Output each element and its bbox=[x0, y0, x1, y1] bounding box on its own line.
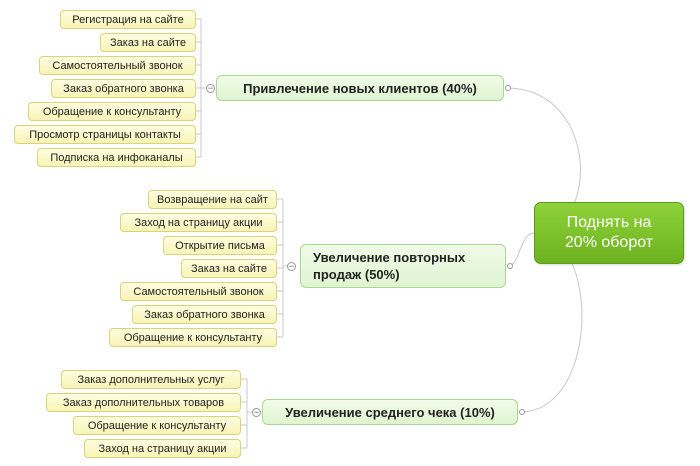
branch-label-line1: Увеличение повторных bbox=[313, 250, 466, 265]
leaf-node[interactable]: Заказ дополнительных услуг bbox=[61, 370, 241, 389]
leaf-node[interactable]: Заказ обратного звонка bbox=[51, 79, 196, 98]
branch-label-line2: продаж (50%) bbox=[313, 267, 400, 282]
leaf-label: Заход на страницу акции bbox=[98, 442, 227, 455]
branch-end-icon bbox=[507, 263, 513, 269]
leaf-label: Регистрация на сайте bbox=[72, 13, 184, 26]
connector-line bbox=[507, 232, 535, 267]
leaf-node[interactable]: Обращение к консультанту bbox=[109, 328, 277, 347]
leaf-label: Заказ дополнительных услуг bbox=[77, 373, 225, 386]
root-node[interactable]: Поднять на 20% оборот bbox=[534, 202, 684, 264]
branch-end-icon bbox=[505, 85, 511, 91]
leaf-label: Обращение к консультанту bbox=[123, 331, 263, 344]
leaf-label: Просмотр страницы контакты bbox=[29, 128, 181, 141]
collapse-toggle-icon[interactable]: − bbox=[206, 83, 215, 93]
leaf-label: Самостоятельный звонок bbox=[133, 285, 264, 298]
branch-label: Увеличение среднего чека (10%) bbox=[285, 404, 495, 420]
branch-label: Привлечение новых клиентов (40%) bbox=[243, 80, 477, 96]
leaf-node[interactable]: Заказ обратного звонка bbox=[132, 305, 277, 324]
branch-new-clients[interactable]: Привлечение новых клиентов (40%) bbox=[216, 75, 504, 101]
leaf-label: Заказ дополнительных товаров bbox=[62, 396, 225, 409]
leaf-node[interactable]: Регистрация на сайте bbox=[60, 10, 196, 29]
collapse-toggle-icon[interactable]: − bbox=[287, 261, 296, 271]
leaf-label: Заказ обратного звонка bbox=[144, 308, 265, 321]
leaf-node[interactable]: Заказ дополнительных товаров bbox=[46, 393, 241, 412]
leaf-label: Возвращение на сайт bbox=[157, 193, 268, 206]
leaf-label: Заказ на сайте bbox=[110, 36, 186, 49]
leaf-node[interactable]: Открытие письма bbox=[163, 236, 277, 255]
root-label-line2: 20% оборот bbox=[564, 234, 654, 251]
leaf-node[interactable]: Заход на страницу акции bbox=[120, 213, 277, 232]
leaf-node[interactable]: Подписка на инфоканалы bbox=[37, 148, 196, 167]
collapse-toggle-icon[interactable]: − bbox=[252, 407, 261, 417]
leaf-label: Подписка на инфоканалы bbox=[50, 151, 183, 164]
leaf-label: Обращение к консультанту bbox=[42, 105, 182, 118]
leaf-label: Открытие письма bbox=[175, 239, 265, 252]
branch-average-check[interactable]: Увеличение среднего чека (10%) bbox=[262, 399, 518, 425]
leaf-node[interactable]: Обращение к консультанту bbox=[28, 102, 196, 121]
branch-end-icon bbox=[519, 409, 525, 415]
leaf-label: Заказ на сайте bbox=[191, 262, 267, 275]
leaf-node[interactable]: Самостоятельный звонок bbox=[120, 282, 277, 301]
leaf-node[interactable]: Просмотр страницы контакты bbox=[14, 125, 196, 144]
leaf-node[interactable]: Самостоятельный звонок bbox=[39, 56, 196, 75]
leaf-label: Заход на страницу акции bbox=[134, 216, 263, 229]
leaf-label: Самостоятельный звонок bbox=[52, 59, 183, 72]
leaf-node[interactable]: Заказ на сайте bbox=[181, 259, 277, 278]
leaf-node[interactable]: Заход на страницу акции bbox=[84, 439, 241, 458]
leaf-label: Заказ обратного звонка bbox=[63, 82, 184, 95]
leaf-label: Обращение к консультанту bbox=[87, 419, 227, 432]
leaf-node[interactable]: Возвращение на сайт bbox=[148, 190, 277, 209]
branch-repeat-sales[interactable]: Увеличение повторных продаж (50%) bbox=[300, 244, 506, 288]
leaf-node[interactable]: Обращение к консультанту bbox=[73, 416, 241, 435]
leaf-node[interactable]: Заказ на сайте bbox=[100, 33, 196, 52]
root-label-line1: Поднять на bbox=[566, 214, 652, 231]
